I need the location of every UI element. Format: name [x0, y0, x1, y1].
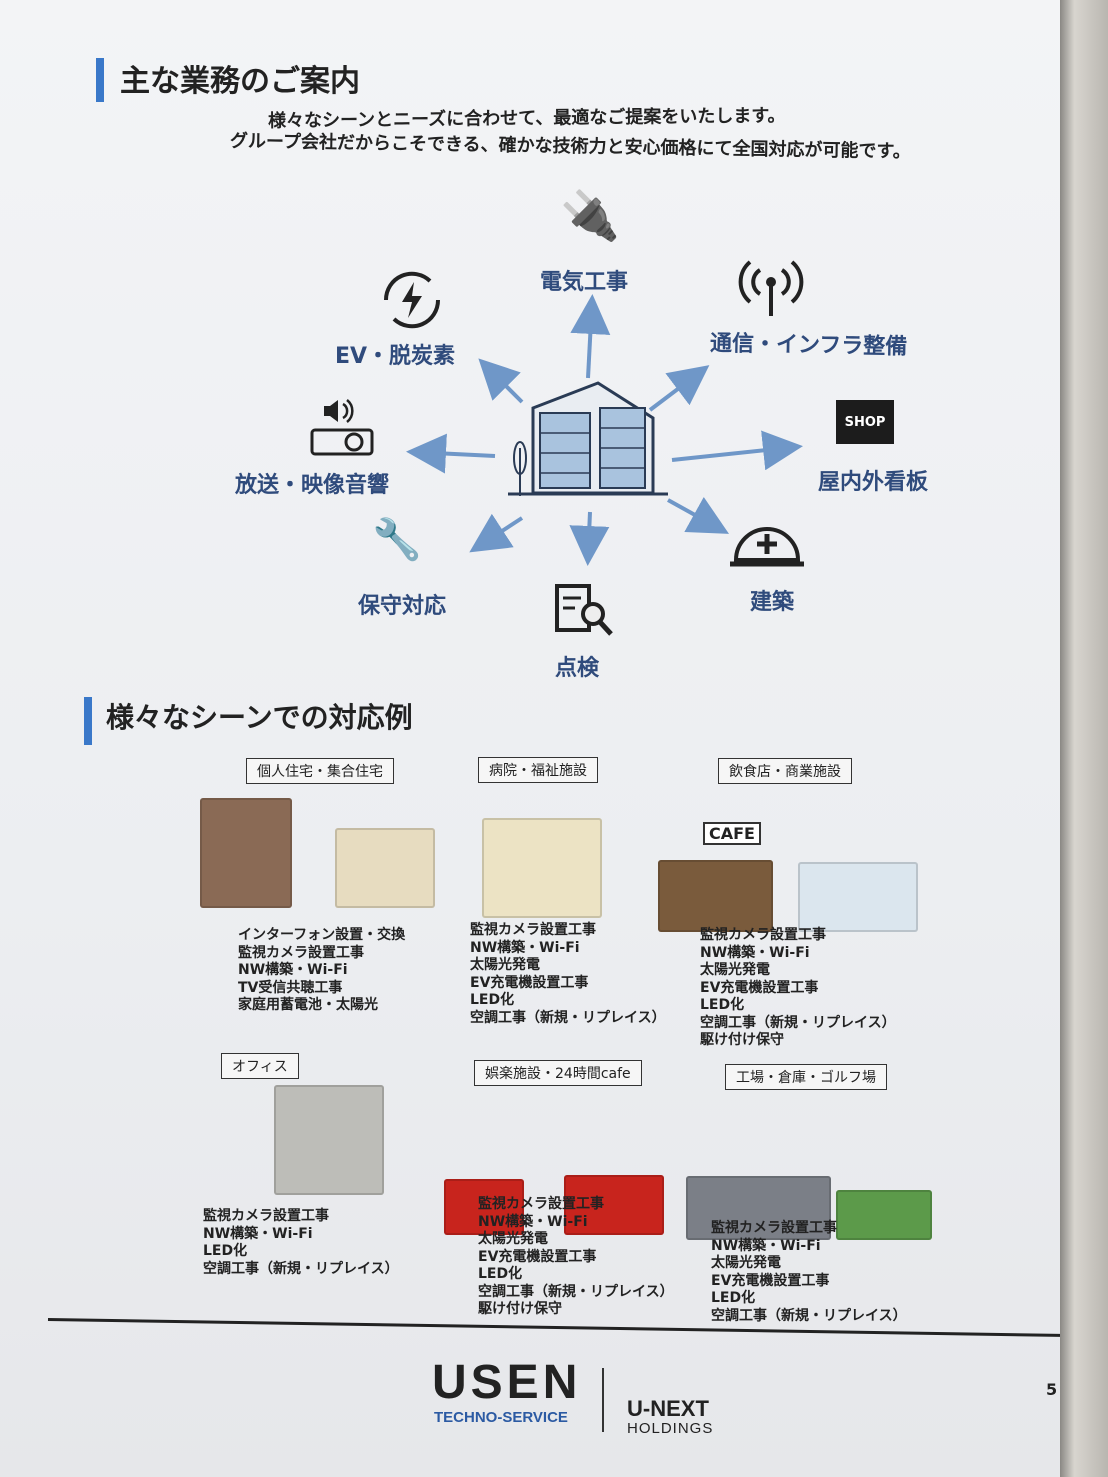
scene-label: オフィス [221, 1053, 299, 1079]
arrow-maintenance [469, 513, 524, 553]
scene-service-item: 太陽光発電 [478, 1231, 548, 1247]
scene-service-item: NW構築・Wi-Fi [238, 962, 348, 978]
scene-label: 飲食店・商業施設 [718, 758, 852, 784]
scene-service-item: 太陽光発電 [700, 962, 770, 978]
scene-service-item: NW構築・Wi-Fi [700, 944, 810, 961]
scene-illustration [798, 862, 918, 932]
scene-service-item: 太陽光発電 [470, 957, 540, 973]
scene-illustration [836, 1190, 932, 1240]
scene-service-item: 空調工事（新規・リプレイス） [478, 1283, 674, 1300]
antenna-icon [738, 260, 804, 316]
heading-accent-bar [84, 697, 92, 745]
service-broadcast: 放送・映像音響 [235, 473, 390, 498]
scene-service-item: EV充電機設置工事 [478, 1248, 597, 1265]
service-maintenance: 保守対応 [358, 594, 447, 619]
scene-service-item: 監視カメラ設置工事 [711, 1220, 837, 1236]
shop-sign-icon: SHOP [836, 400, 894, 444]
scene-service-item: NW構築・Wi-Fi [478, 1213, 588, 1230]
scene-illustration [335, 828, 435, 908]
scene-service-item: LED化 [470, 992, 515, 1008]
scene-service-item: LED化 [203, 1243, 248, 1259]
section-title-scenes: 様々なシーンでの対応例 [106, 701, 413, 734]
scene-illustration [274, 1085, 384, 1195]
page-edge [1060, 0, 1108, 1477]
unext-logo-subtitle: HOLDINGS [627, 1420, 714, 1437]
scene-service-item: LED化 [700, 997, 745, 1013]
page-number: 5 [1046, 1380, 1058, 1399]
scene-service-item: インターフォン設置・交換 [238, 927, 406, 943]
inspection-icon [555, 584, 613, 636]
scene-illustration [482, 818, 602, 918]
scene-label: 工場・倉庫・ゴルフ場 [725, 1064, 887, 1090]
service-ev: EV・脱炭素 [335, 344, 456, 369]
scene-service-item: 監視カメラ設置工事 [203, 1208, 329, 1224]
service-arrows [406, 294, 803, 566]
helmet-icon [730, 527, 804, 567]
scene-service-item: 監視カメラ設置工事 [700, 927, 826, 943]
brochure-page: 主な業務のご案内 様々なシーンとニーズに合わせて、最適なご提案をいたします。 グ… [0, 0, 1068, 1477]
arrow-ev [478, 358, 524, 404]
scene-service-item: 監視カメラ設置工事 [470, 922, 596, 938]
cafe-sign: CAFE [703, 822, 761, 845]
scene-illustration [686, 1176, 831, 1240]
scene-service-item: 空調工事（新規・リプレイス） [700, 1014, 896, 1031]
scene-service-item: 駆け付け保守 [700, 1032, 784, 1048]
scene-service-item: 家庭用蓄電池・太陽光 [238, 997, 378, 1013]
building-icon [508, 381, 668, 496]
tools-icon: 🔧 [372, 517, 422, 563]
scene-service-item: EV充電機設置工事 [711, 1272, 830, 1289]
scene-service-item: EV充電機設置工事 [700, 979, 819, 996]
scene-service-item: 監視カメラ設置工事 [238, 944, 364, 961]
scene-service-item: NW構築・Wi-Fi [711, 1237, 821, 1254]
arrow-telecom [648, 365, 710, 412]
scene-service-item: 太陽光発電 [711, 1255, 781, 1271]
arrow-electric [570, 294, 611, 379]
service-telecom: 通信・インフラ整備 [709, 331, 908, 360]
arrow-signage [671, 430, 803, 471]
scene-illustration [200, 798, 292, 908]
scene-illustration [658, 860, 773, 932]
projector-icon [310, 399, 374, 456]
scene-service-item: 空調工事（新規・リプレイス） [470, 1009, 666, 1026]
scene-service-item: NW構築・Wi-Fi [470, 939, 580, 956]
usen-logo-subtitle: TECHNO-SERVICE [434, 1409, 568, 1426]
ev-charge-icon [383, 271, 441, 329]
scene-service-item: 監視カメラ設置工事 [478, 1196, 604, 1212]
logo-divider [602, 1368, 604, 1432]
scene-service-item: 空調工事（新規・リプレイス） [203, 1260, 399, 1277]
scene-service-item: LED化 [711, 1290, 756, 1306]
service-signage: 屋内外看板 [818, 470, 929, 495]
scene-service-item: EV充電機設置工事 [470, 974, 589, 991]
scene-illustration [444, 1179, 524, 1235]
scene-label: 娯楽施設・24時間cafe [474, 1060, 642, 1086]
plug-icon: 🔌 [560, 188, 620, 244]
scene-service-item: 駆け付け保守 [478, 1301, 562, 1317]
footer-divider [47, 1318, 1068, 1338]
service-electric: 電気工事 [540, 270, 629, 295]
service-inspection: 点検 [555, 656, 600, 681]
scene-service-item: NW構築・Wi-Fi [203, 1225, 313, 1242]
arrow-construction [667, 496, 729, 534]
scene-service-item: LED化 [478, 1266, 523, 1282]
scene-service-item: 空調工事（新規・リプレイス） [711, 1307, 907, 1324]
scene-label: 個人住宅・集合住宅 [246, 758, 394, 784]
service-construction: 建築 [750, 590, 795, 615]
arrow-inspection [569, 511, 610, 566]
unext-logo: U-NEXT [627, 1396, 709, 1421]
heading-accent-bar [96, 58, 104, 102]
arrow-broadcast [406, 433, 496, 474]
usen-logo: USEN [432, 1356, 582, 1409]
section-title-services: 主な業務のご案内 [120, 64, 360, 99]
scene-service-item: TV受信共聴工事 [238, 979, 343, 996]
scene-illustration [564, 1175, 664, 1235]
scene-label: 病院・福祉施設 [478, 757, 598, 783]
